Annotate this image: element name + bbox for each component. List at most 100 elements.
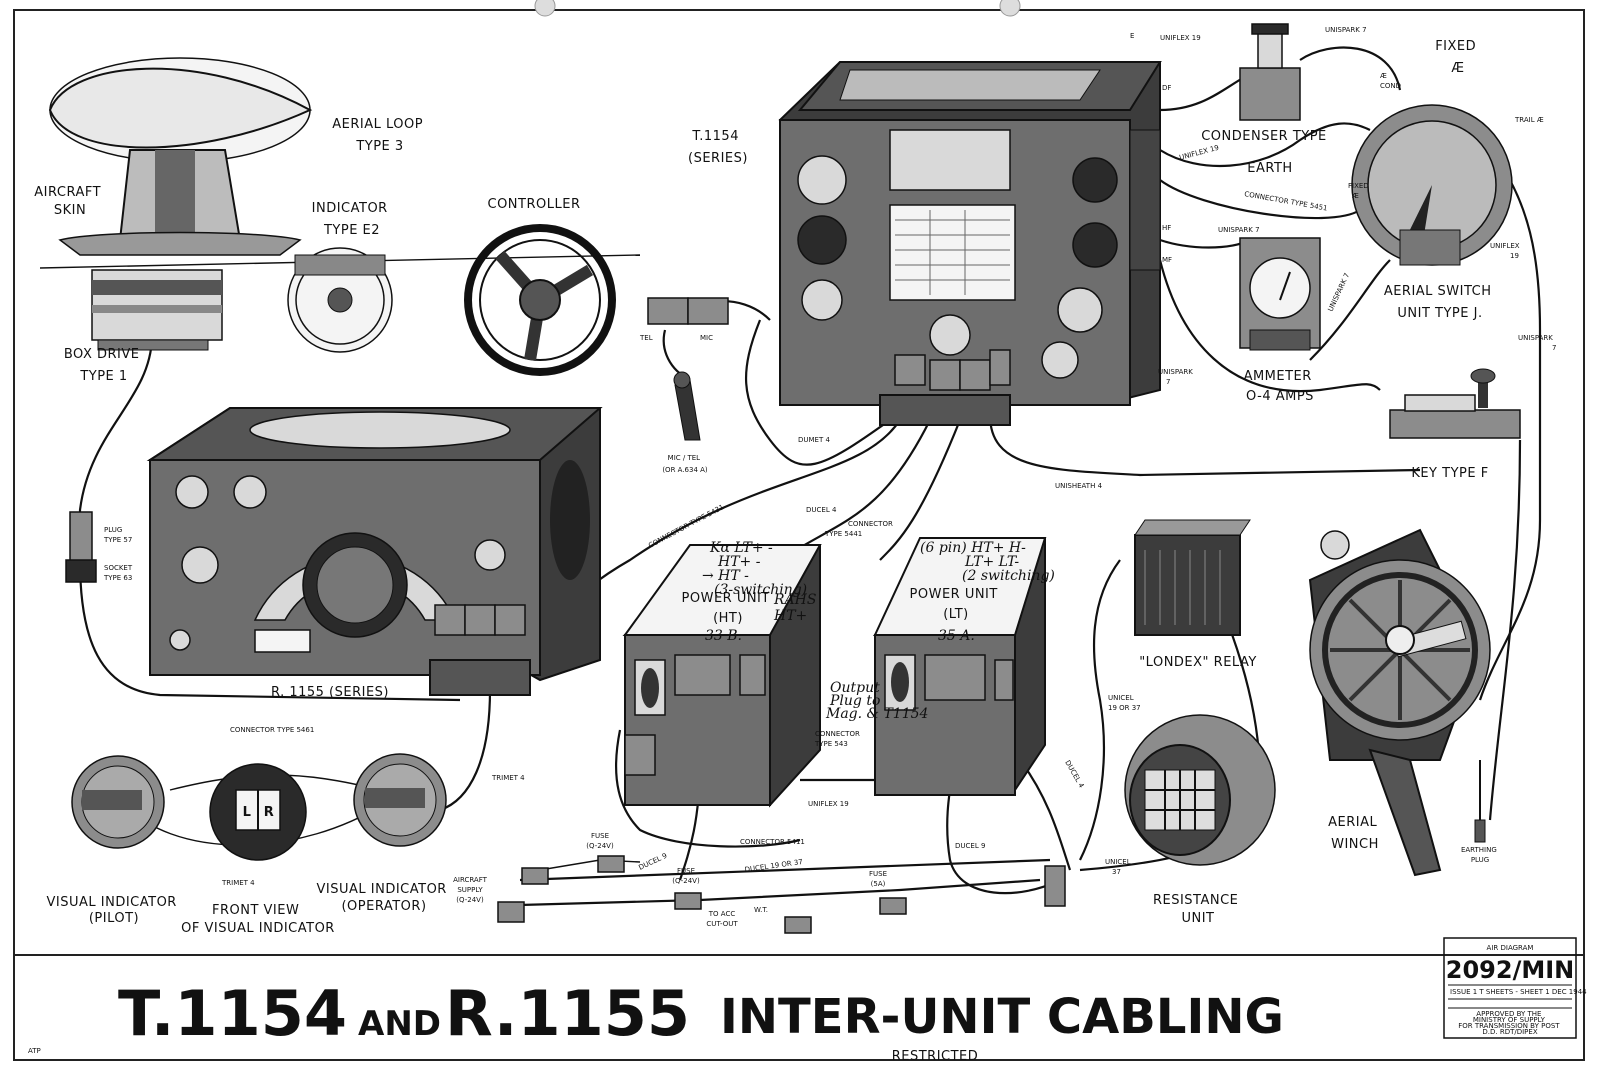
ducel9-b-label: DUCEL 9 bbox=[955, 842, 985, 850]
wt-label: W.T. bbox=[754, 906, 768, 914]
controller bbox=[464, 224, 616, 376]
air-diagram-box: AIR DIAGRAM 2092/MIN ISSUE 1 T SHEETS - … bbox=[1443, 937, 1587, 1039]
ammeter bbox=[1239, 237, 1321, 351]
earthing-plug-label: EARTHING PLUG bbox=[1461, 846, 1499, 864]
e-label: E bbox=[1130, 32, 1134, 40]
hf-label: HF bbox=[1162, 224, 1171, 232]
punch-hole bbox=[999, 0, 1021, 17]
key-label: KEY TYPE F bbox=[1411, 466, 1488, 481]
aerial-winch bbox=[1308, 528, 1491, 877]
title-cabling: INTER-UNIT CABLING bbox=[720, 989, 1284, 1045]
aerial-loop-label: AERIAL LOOP TYPE 3 bbox=[332, 117, 427, 154]
lt-handwritten-notes: (6 pin) HT+ H- LT+ LT- (2 switching) bbox=[920, 540, 1055, 584]
visual-indicator-front: L R bbox=[209, 763, 307, 861]
morse-key bbox=[1389, 368, 1521, 439]
power-lt-model: 35 A. bbox=[938, 628, 975, 644]
controller-label: CONTROLLER bbox=[488, 197, 581, 212]
resistance-unit bbox=[1124, 714, 1276, 866]
ducel4-label: DUCEL 4 bbox=[806, 506, 837, 514]
corner-mark: ATP bbox=[28, 1047, 41, 1055]
unispark7-b-label: UNISPARK7 bbox=[1518, 334, 1556, 352]
air-diagram-number: 2092/MIN bbox=[1446, 956, 1574, 984]
power-ht-label: POWER UNIT (HT) bbox=[682, 591, 775, 626]
dumet4-label: DUMET 4 bbox=[798, 436, 830, 444]
vis-operator-label: VISUAL INDICATOR (OPERATOR) bbox=[317, 882, 452, 914]
mic-tel-plug bbox=[647, 297, 729, 441]
aircraft-skin-label: AIRCRAFT SKIN bbox=[34, 185, 105, 218]
t1154-transmitter bbox=[778, 61, 1162, 426]
title-block: T.1154 AND R.1155 INTER-UNIT CABLING RES… bbox=[28, 977, 1284, 1064]
mic-label: MIC bbox=[700, 334, 713, 342]
r1155-label: R. 1155 (SERIES) bbox=[271, 685, 389, 700]
power-ht-model: 33 B. bbox=[705, 628, 742, 644]
r1155-receiver bbox=[146, 407, 603, 696]
power-unit-lt bbox=[872, 537, 1047, 796]
unispark7-top-label: UNISPARK 7 bbox=[1325, 26, 1367, 34]
mictel-label: MIC / TEL (OR A.634 A) bbox=[662, 454, 708, 474]
restricted-label: RESTRICTED bbox=[892, 1049, 979, 1064]
fuse2-label: FUSE(Q-24V) bbox=[672, 867, 700, 885]
title-and: AND bbox=[358, 1004, 441, 1044]
punch-hole bbox=[534, 0, 556, 17]
condenser-label: CONDENSER TYPE bbox=[1201, 129, 1327, 144]
visual-indicator-operator bbox=[353, 753, 447, 847]
title-r1155: R.1155 bbox=[445, 977, 690, 1050]
power-unit-ht bbox=[622, 544, 822, 808]
plug-socket-connector bbox=[65, 511, 97, 583]
londex-label: "LONDEX" RELAY bbox=[1139, 655, 1257, 670]
conn5411-label: CONNECTOR 5411 bbox=[740, 838, 805, 846]
indicator-type-e2 bbox=[287, 247, 393, 353]
t1154-label: T.1154 (SERIES) bbox=[688, 129, 748, 166]
df-label: DF bbox=[1162, 84, 1171, 92]
fixed-ae-label: FIXED Æ bbox=[1435, 39, 1481, 76]
title-t1154: T.1154 bbox=[118, 977, 347, 1050]
condenser bbox=[1239, 23, 1301, 121]
left-indicator-letter: L bbox=[243, 805, 252, 820]
right-indicator-letter: R bbox=[264, 805, 275, 820]
fuse3-label: FUSE(5A) bbox=[869, 870, 887, 888]
ammeter-label: AMMETER O-4 AMPS bbox=[1244, 369, 1317, 404]
sheet-border bbox=[13, 9, 1585, 1061]
uniflex19-top-label: UNIFLEX 19 bbox=[1160, 34, 1201, 42]
indicator-label: INDICATOR TYPE E2 bbox=[312, 201, 393, 238]
power-lt-label: POWER UNIT (LT) bbox=[910, 587, 1003, 622]
unisheath4-label: UNISHEATH 4 bbox=[1055, 482, 1103, 490]
visual-indicator-pilot bbox=[71, 755, 165, 849]
air-diagram-issue: ISSUE 1 T SHEETS - SHEET 1 DEC 1944 bbox=[1450, 988, 1587, 996]
aerial-winch-label: AERIAL WINCH bbox=[1328, 815, 1382, 852]
vis-pilot-label: VISUAL INDICATOR (PILOT) bbox=[47, 895, 182, 926]
output-handwritten-note: Output Plug to Mag. & T1154 bbox=[825, 680, 928, 722]
mf-label: MF bbox=[1162, 256, 1172, 264]
londex-relay bbox=[1134, 519, 1251, 636]
box-drive-label: BOX DRIVE TYPE 1 bbox=[64, 347, 144, 384]
aerial-switch-label: AERIAL SWITCH UNIT TYPE J. bbox=[1384, 284, 1496, 321]
aerial-loop bbox=[48, 57, 313, 256]
trimet4-right-label: TRIMET 4 bbox=[491, 774, 525, 782]
unispark7-mid-label: UNISPARK 7 bbox=[1218, 226, 1260, 234]
resistance-label: RESISTANCE UNIT bbox=[1153, 893, 1243, 926]
conn5461-label: CONNECTOR TYPE 5461 bbox=[230, 726, 314, 734]
tel-label: TEL bbox=[639, 334, 653, 342]
fuse1-label: FUSE(Q-24V) bbox=[586, 832, 614, 850]
socket63-label: SOCKET TYPE 63 bbox=[103, 564, 134, 582]
ht-handwritten-notes: Kα LT+ - HT+ - → HT - (3-switching) RAHS… bbox=[702, 540, 821, 624]
uniflex19-label: UNIFLEX 19 bbox=[808, 800, 849, 808]
plug57-label: PLUG TYPE 57 bbox=[103, 526, 132, 544]
trail-label: TRAIL Æ bbox=[1514, 116, 1544, 124]
fuses-and-supply bbox=[497, 855, 1066, 934]
aerial-switch-unit bbox=[1351, 104, 1513, 266]
air-diagram-header: AIR DIAGRAM bbox=[1487, 944, 1534, 952]
earth-label: EARTH bbox=[1247, 161, 1292, 176]
air-diagram-notes: APPROVED BY THE MINISTRY OF SUPPLY FOR T… bbox=[1458, 1010, 1562, 1036]
